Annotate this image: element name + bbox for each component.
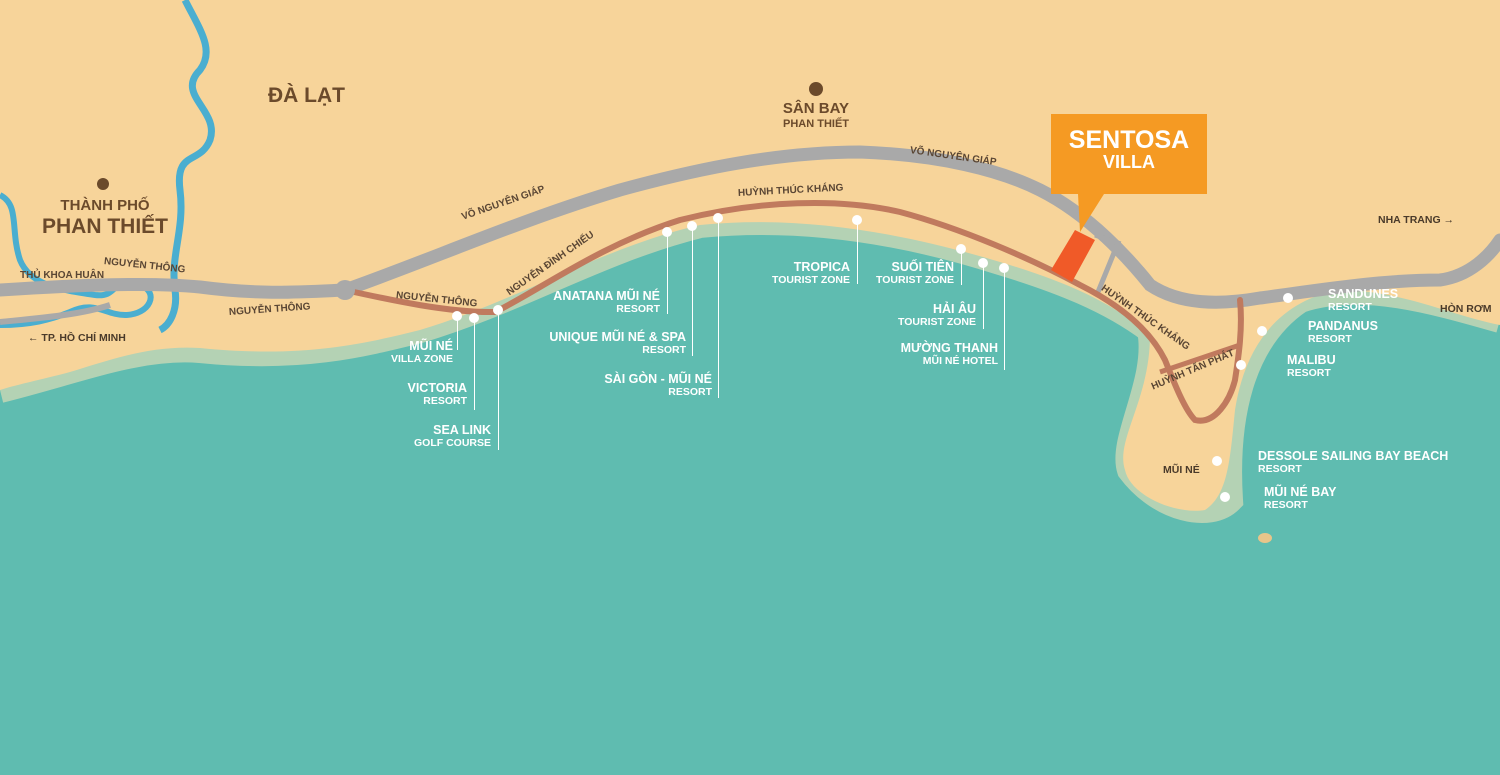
pin-stem <box>961 249 962 285</box>
pin-tropica[interactable] <box>852 215 862 225</box>
pin-sea-link[interactable] <box>493 305 503 315</box>
coastal-road <box>342 200 1244 424</box>
place-mui-ne: MŨI NÉ <box>1163 464 1200 476</box>
pin-stem <box>667 232 668 314</box>
pin-stem <box>457 316 458 350</box>
highway-vo-nguyen-giap <box>0 145 1500 309</box>
pin-stem <box>857 220 858 284</box>
pin-stem <box>692 226 693 356</box>
airport-label: SÂN BAY PHAN THIẾT <box>766 100 866 130</box>
city-phan-thiet-main: PHAN THIẾT <box>42 214 168 238</box>
pin-unique[interactable] <box>687 221 697 231</box>
city-dalat: ĐÀ LẠT <box>268 84 345 107</box>
pin-stem <box>1004 268 1005 370</box>
phan-thiet-dot <box>97 178 109 190</box>
callout-pointer <box>1078 194 1104 232</box>
city-phan-thiet: THÀNH PHỐ PHAN THIẾT <box>30 197 180 238</box>
pin-hai-au[interactable] <box>978 258 988 268</box>
pin-malibu[interactable] <box>1236 360 1246 370</box>
pin-stem <box>718 218 719 398</box>
pin-anatana[interactable] <box>662 227 672 237</box>
sentosa-callout[interactable]: SENTOSA VILLA <box>1051 114 1207 194</box>
road-huynh-tan-phat <box>1159 342 1241 375</box>
pin-muong-thanh[interactable] <box>999 263 1009 273</box>
pin-stem <box>474 318 475 410</box>
arrow-right-icon: → <box>1443 214 1455 226</box>
direction-nha-trang[interactable]: NHA TRANG → <box>1378 214 1454 226</box>
pin-dessole[interactable] <box>1212 456 1222 466</box>
pin-suoi-tien[interactable] <box>956 244 966 254</box>
pin-saigon[interactable] <box>713 213 723 223</box>
highway-west-branch <box>0 302 111 325</box>
direction-nha-trang-label: NHA TRANG <box>1378 214 1441 226</box>
sentosa-marker[interactable] <box>1051 230 1095 282</box>
airport-top: SÂN BAY <box>782 100 850 117</box>
city-phan-thiet-top: THÀNH PHỐ <box>60 197 150 214</box>
place-hon-rom: HÒN RƠM <box>1440 303 1492 315</box>
callout-subtitle: VILLA <box>1103 152 1155 172</box>
callout-title: SENTOSA <box>1068 126 1190 154</box>
pin-stem <box>498 310 499 450</box>
pin-victoria[interactable] <box>469 313 479 323</box>
direction-ho-chi-minh[interactable]: ← TP. HỒ CHÍ MINH <box>28 332 126 344</box>
direction-ho-chi-minh-label: TP. HỒ CHÍ MINH <box>41 332 126 344</box>
pin-sandunes[interactable] <box>1283 293 1293 303</box>
pin-mui-ne-villa[interactable] <box>452 311 462 321</box>
pin-pandanus[interactable] <box>1257 326 1267 336</box>
airport-sub: PHAN THIẾT <box>783 117 849 130</box>
junction <box>335 280 355 300</box>
pin-stem <box>983 263 984 329</box>
coast-glow <box>0 208 1500 523</box>
airport-dot <box>809 82 823 96</box>
arrow-left-icon: ← <box>28 332 39 344</box>
small-island <box>1258 533 1272 543</box>
pin-mui-ne-bay[interactable] <box>1220 492 1230 502</box>
road-connector <box>1094 232 1122 293</box>
road-label-tkh: THỦ KHOA HUÂN <box>20 270 105 281</box>
